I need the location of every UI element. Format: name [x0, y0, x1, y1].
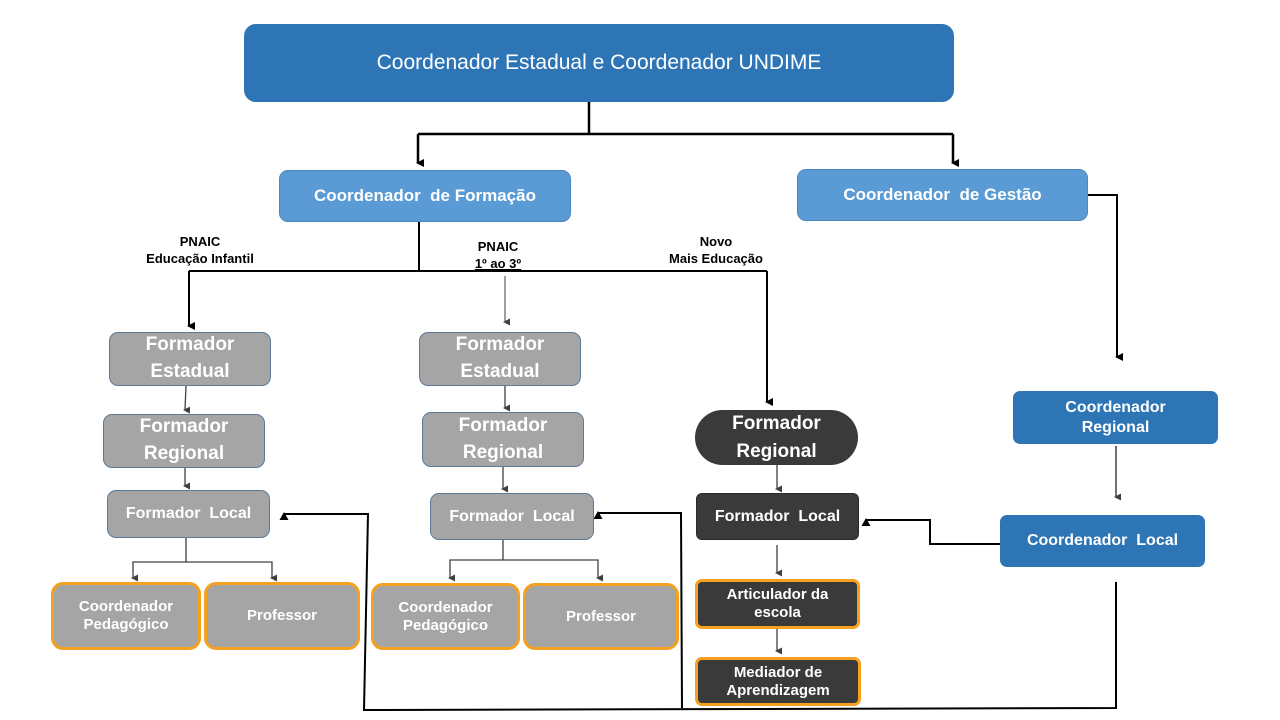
- branch-label-line: Mais Educação: [669, 250, 763, 266]
- node-label: Formador Estadual: [455, 334, 545, 382]
- branch-label-infantil: PNAIC Educação Infantil: [130, 234, 270, 268]
- node-fundamental-coordenador-pedagogico: Coordenador Pedagógico: [371, 583, 520, 650]
- node-novo-articulador-escola: Articulador da escola: [695, 579, 860, 629]
- node-label: Formador Estadual: [145, 334, 235, 382]
- node-fundamental-formador-local: Formador Local: [430, 493, 594, 540]
- branch-label-novo: Novo Mais Educação: [656, 234, 776, 268]
- node-label: Mediador de Aprendizagem: [726, 663, 830, 699]
- node-label: Coordenador Regional: [1065, 399, 1166, 436]
- node-label: Coordenador Local: [1026, 532, 1179, 550]
- branch-label-line: Educação Infantil: [146, 250, 254, 266]
- node-label: Coordenador Pedagógico: [78, 598, 174, 633]
- node-coordenador-formacao: Coordenador de Formação: [279, 170, 571, 222]
- node-label: Coordenador de Formação: [314, 185, 536, 205]
- branch-label-fundamental: PNAIC 1º ao 3º: [448, 239, 548, 273]
- branch-label-line: PNAIC: [179, 234, 221, 249]
- top-splitter: [416, 101, 959, 167]
- branch-label-line: Novo: [699, 234, 733, 249]
- node-infantil-formador-estadual: Formador Estadual: [109, 332, 271, 386]
- node-label: Formador Local: [125, 505, 252, 523]
- node-novo-formador-regional: Formador Regional: [695, 410, 858, 465]
- node-novo-formador-local: Formador Local: [696, 493, 859, 540]
- branch-label-line: 1º ao 3º: [474, 255, 522, 271]
- node-fundamental-formador-estadual: Formador Estadual: [419, 332, 581, 386]
- node-coordenador-gestao: Coordenador de Gestão: [797, 169, 1088, 221]
- node-label: Formador Local: [449, 507, 575, 525]
- node-infantil-professor: Professor: [204, 582, 360, 650]
- node-gestao-coordenador-regional: Coordenador Regional: [1013, 391, 1218, 444]
- node-infantil-coordenador-pedagogico: Coordenador Pedagógico: [51, 582, 201, 650]
- node-fundamental-formador-regional: Formador Regional: [422, 412, 584, 467]
- node-fundamental-professor: Professor: [523, 583, 679, 650]
- node-infantil-formador-regional: Formador Regional: [103, 414, 265, 468]
- node-label: Coordenador Estadual e Coordenador UNDIM…: [376, 51, 822, 75]
- node-label: Formador Local: [714, 507, 841, 525]
- node-label: Professor: [246, 607, 318, 624]
- node-label: Formador Regional: [458, 414, 548, 463]
- node-coordenador-estadual-undime: Coordenador Estadual e Coordenador UNDIM…: [244, 24, 954, 102]
- node-gestao-coordenador-local: Coordenador Local: [1000, 515, 1205, 567]
- node-novo-mediador-aprendizagem: Mediador de Aprendizagem: [695, 657, 861, 706]
- node-label: Coordenador de Gestão: [843, 184, 1042, 204]
- node-label: Articulador da escola: [726, 586, 829, 621]
- node-label: Coordenador Pedagógico: [398, 598, 493, 634]
- node-label: Formador Regional: [732, 412, 821, 462]
- node-label: Professor: [565, 607, 637, 625]
- branch-label-line: PNAIC: [477, 239, 519, 254]
- node-infantil-formador-local: Formador Local: [107, 490, 270, 538]
- gestao-branch: [1087, 194, 1123, 361]
- node-label: Formador Regional: [139, 416, 229, 464]
